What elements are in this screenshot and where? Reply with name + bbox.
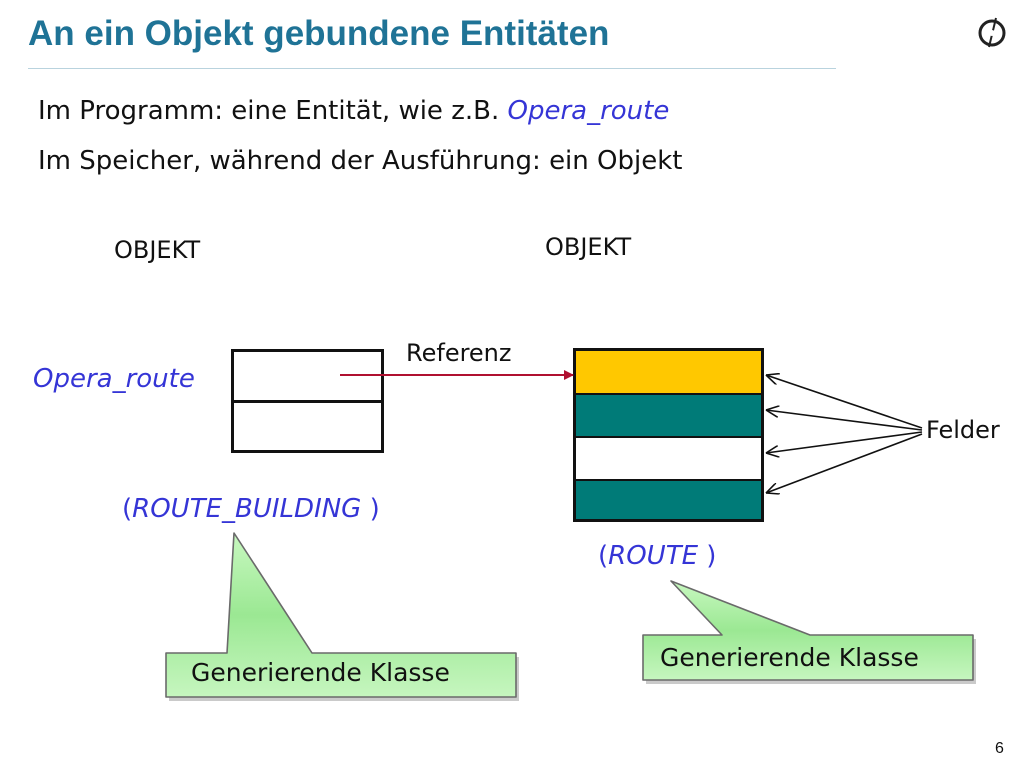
eiffel-o-logo-icon [978, 17, 1006, 48]
bullet-memory-text: Im Speicher, während der Ausführung: ein… [38, 146, 683, 176]
bullet-program: Im Programm: eine Entität, wie z.B. Oper… [38, 96, 669, 126]
entity-label: Opera_route [33, 364, 195, 394]
bullet-entity-name: Opera_route [507, 96, 670, 126]
left-class-open-paren: ( [122, 494, 133, 524]
route-field-3 [576, 438, 761, 479]
right-class-label: (ROUTE ) [598, 541, 716, 571]
field-arrow-2 [766, 410, 923, 431]
entity-box-bottom [231, 400, 384, 453]
right-class-open-paren: ( [598, 541, 609, 571]
callout-right-label: Generierende Klasse [660, 643, 919, 672]
field-arrow-3 [766, 431, 923, 453]
right-class-close-paren: ) [706, 541, 717, 571]
object-label-left: OBJEKT [114, 236, 201, 264]
left-class-name: ROUTE_BUILDING [132, 494, 370, 524]
page-number: 6 [995, 740, 1004, 757]
bullet-memory: Im Speicher, während der Ausführung: ein… [38, 146, 682, 176]
left-class-label: (ROUTE_BUILDING ) [122, 494, 380, 524]
right-class-name: ROUTE [608, 541, 707, 571]
object-label-right: OBJEKT [545, 233, 632, 261]
callout-left-shape [165, 532, 519, 701]
left-class-close-paren: ) [369, 494, 380, 524]
callout-right-shape [642, 580, 976, 684]
slide-title: An ein Objekt gebundene Entitäten [28, 14, 610, 53]
reference-label: Referenz [406, 339, 512, 367]
callout-left-label: Generierende Klasse [191, 658, 450, 687]
route-field-2 [576, 395, 761, 436]
bullet-program-text: Im Programm: eine Entität, wie z.B. [38, 96, 508, 126]
field-arrow-1 [766, 375, 923, 429]
route-field-4 [576, 481, 761, 519]
fields-label: Felder [926, 416, 1000, 444]
field-arrow-4 [766, 433, 923, 493]
title-divider [28, 68, 836, 69]
route-field-1 [576, 351, 761, 393]
route-object [573, 348, 764, 522]
